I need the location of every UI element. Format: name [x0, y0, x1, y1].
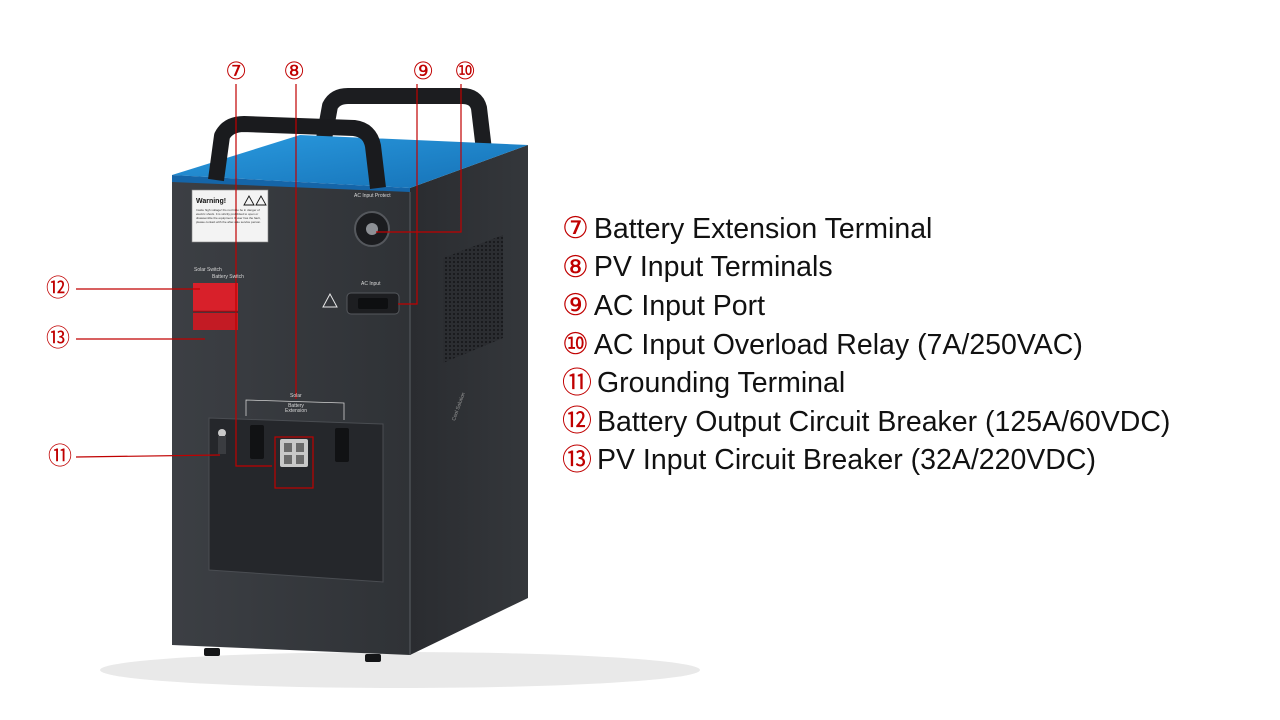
warning-body: Inside high voltage! Do not hit to be in…	[196, 208, 262, 225]
warning-triangle-2	[255, 195, 267, 206]
legend-text-12: Battery Output Circuit Breaker (125A/60V…	[597, 405, 1171, 438]
solar-bracket	[245, 399, 345, 420]
leader-8-box	[274, 436, 314, 489]
battery-extension-label: Battery Extension	[285, 403, 307, 414]
legend-num-13: ⑬	[562, 443, 592, 477]
warning-triangle-1	[243, 195, 255, 206]
hazard-icon	[322, 292, 338, 308]
legend-item-7: ⑦ Battery Extension Terminal	[562, 210, 1170, 249]
legend-text-7: Battery Extension Terminal	[593, 212, 933, 245]
foot-left	[204, 648, 220, 656]
side-panel	[410, 145, 528, 655]
legend-num-7: ⑦	[562, 212, 589, 246]
legend-text-8: PV Input Terminals	[593, 251, 833, 284]
callout-11: ⑪	[48, 443, 72, 470]
vent-grille	[443, 235, 503, 363]
ac-input-label: AC Input	[361, 281, 381, 287]
legend-item-8: ⑧ PV Input Terminals	[562, 249, 1170, 288]
legend-num-12: ⑫	[562, 405, 592, 439]
legend-item-11: ⑪ Grounding Terminal	[562, 364, 1170, 403]
battery-switch-label: Battery Switch	[212, 274, 244, 280]
foot-right	[365, 654, 381, 662]
blue-lid	[172, 135, 528, 188]
callout-9: ⑨	[412, 58, 434, 85]
warning-title: Warning!	[196, 198, 227, 205]
legend-item-13: ⑬ PV Input Circuit Breaker (32A/220VDC)	[562, 442, 1170, 481]
legend-num-8: ⑧	[562, 250, 589, 284]
floor-shadow	[100, 652, 700, 688]
grounding-screw	[218, 429, 226, 437]
callout-8: ⑧	[283, 58, 305, 85]
front-handle	[208, 116, 386, 189]
legend-item-9: ⑨ AC Input Port	[562, 287, 1170, 326]
legend-text-11: Grounding Terminal	[597, 367, 846, 400]
solar-switch-label: Solar Switch	[194, 267, 222, 273]
legend-num-9: ⑨	[562, 289, 589, 323]
callout-13: ⑬	[46, 325, 70, 352]
callout-12: ⑫	[46, 275, 70, 302]
legend-text-9: AC Input Port	[593, 289, 765, 322]
legend-num-11: ⑪	[562, 366, 592, 400]
callout-lines	[75, 84, 462, 489]
leader-9	[398, 84, 418, 305]
leader-7	[235, 84, 272, 467]
pv-clamp-right	[335, 428, 349, 462]
legend-item-12: ⑫ Battery Output Circuit Breaker (125A/6…	[562, 403, 1170, 442]
legend-text-13: PV Input Circuit Breaker (32A/220VDC)	[597, 444, 1096, 477]
warning-label	[191, 189, 269, 243]
callout-7: ⑦	[225, 58, 247, 85]
leader-10	[376, 84, 462, 233]
legend-text-10: AC Input Overload Relay (7A/250VAC)	[593, 328, 1083, 361]
rear-handle	[314, 88, 492, 152]
pv-breaker	[193, 313, 238, 330]
legend-num-10: ⑩	[562, 328, 589, 362]
battery-breaker	[193, 283, 238, 311]
front-panel	[172, 182, 410, 655]
callout-10: ⑩	[454, 58, 476, 85]
pv-clamp-left	[250, 425, 264, 459]
solar-label: Solar	[290, 393, 302, 399]
leader-11	[75, 454, 221, 458]
ac-input-protect-label: AC Input Protect	[354, 193, 391, 199]
legend: ⑦ Battery Extension Terminal ⑧ PV Input …	[562, 210, 1170, 480]
legend-item-10: ⑩ AC Input Overload Relay (7A/250VAC)	[562, 326, 1170, 365]
